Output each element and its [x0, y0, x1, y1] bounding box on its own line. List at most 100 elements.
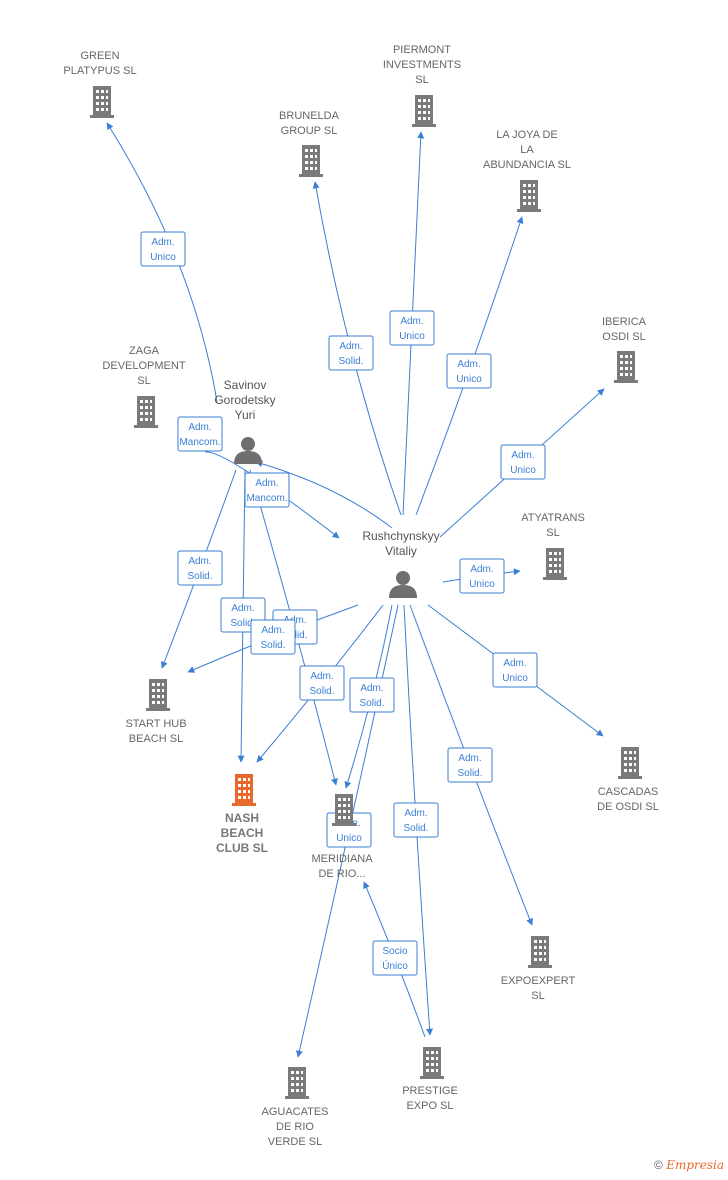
relation-label[interactable]: Adm. Solid.	[299, 665, 345, 701]
relation-label-text: Adm.	[511, 450, 534, 461]
relation-label-text: Adm.	[360, 683, 383, 694]
relation-label-text: Unico	[510, 465, 536, 476]
node-label-line: ATYATRANS	[521, 512, 585, 524]
relation-label[interactable]: Adm.Unico	[140, 231, 186, 267]
relation-label-text: Adm.	[404, 808, 427, 819]
node-label-line: DE OSDI SL	[597, 801, 659, 813]
node-label-line: MERIDIANA	[311, 853, 373, 865]
building-icon	[134, 396, 158, 428]
brand-footer[interactable]: © Empresia	[654, 1158, 724, 1172]
node-label-line: Gorodetsky	[214, 393, 275, 407]
building-icon	[528, 936, 552, 968]
node-label-line: ABUNDANCIA SL	[483, 159, 571, 171]
node-label-line: EXPO SL	[406, 1100, 453, 1112]
node-label-line: PIERMONT	[393, 44, 451, 56]
relation-label[interactable]: Adm. Unico	[389, 310, 435, 346]
relation-labels-layer: Adm.UnicoAdm.Mancom.Adm.Mancom.Adm.Solid…	[140, 231, 546, 976]
node-label-line: PRESTIGE	[402, 1085, 458, 1097]
relation-label-text: Unico	[399, 331, 425, 342]
node-label-line: DE RIO	[276, 1121, 314, 1133]
building-icon	[412, 95, 436, 127]
relation-label-text: Solid.	[187, 571, 212, 582]
company-prestige[interactable]: PRESTIGE EXPO SL	[402, 1047, 458, 1112]
relation-label-text: Solid.	[260, 640, 285, 651]
relation-label-text: Unico	[336, 833, 362, 844]
node-label-line: EXPOEXPERT	[501, 975, 576, 987]
building-icon	[90, 86, 114, 118]
node-label-line: START HUB	[125, 718, 186, 730]
node-label-line: Vitaliy	[385, 544, 417, 558]
relation-label[interactable]: Adm.Solid.	[177, 550, 223, 586]
node-label-line: CLUB SL	[216, 841, 268, 855]
relation-label-text: Solid.	[403, 823, 428, 834]
relation-label-text: Unico	[469, 579, 495, 590]
building-icon	[146, 679, 170, 711]
node-label-line: BEACH SL	[129, 733, 183, 745]
building-icon	[543, 548, 567, 580]
relation-label[interactable]: Adm. Unico	[492, 652, 538, 688]
relation-label-text: Adm.	[400, 316, 423, 327]
relation-label-text: Adm.	[503, 658, 526, 669]
node-label-line: AGUACATES	[261, 1106, 328, 1118]
relation-label[interactable]: Adm.Solid.	[349, 677, 395, 713]
relation-label-text: Adm.	[310, 671, 333, 682]
building-icon	[232, 774, 256, 806]
node-label-line: SL	[415, 74, 428, 86]
relation-label-text: Socio	[382, 946, 407, 957]
relation-label-text: Adm.	[457, 359, 480, 370]
relation-label-text: Único	[382, 959, 408, 972]
relation-label[interactable]: Adm. Solid.	[393, 802, 439, 838]
relation-label[interactable]: Adm. Unico	[459, 558, 505, 594]
relation-label-text: Adm.	[339, 341, 362, 352]
node-label-line: ZAGA	[129, 345, 160, 357]
relation-label[interactable]: Adm. Solid.	[250, 619, 296, 655]
relation-label-text: Unico	[502, 673, 528, 684]
building-icon	[618, 747, 642, 779]
relation-label[interactable]: Adm.Mancom.	[177, 416, 223, 452]
node-label-line: SL	[137, 375, 150, 387]
node-label-line: DE RIO...	[318, 868, 365, 880]
building-icon	[517, 180, 541, 212]
relation-label[interactable]: Adm.Solid.	[447, 747, 493, 783]
relation-label-text: Adm.	[261, 625, 284, 636]
relation-label[interactable]: Adm. Mancom.	[244, 472, 290, 508]
relation-label-text: Adm.	[255, 478, 278, 489]
company-meridiana[interactable]: MERIDIANA DE RIO...	[311, 794, 373, 880]
node-label-line: NASH	[225, 811, 259, 825]
relation-label-text: Solid.	[338, 356, 363, 367]
relation-label-text: Adm.	[470, 564, 493, 575]
relation-label-text: Unico	[456, 374, 482, 385]
node-label-line: Rushchynskyy	[362, 529, 439, 543]
company-starthub[interactable]: START HUB BEACH SL	[125, 679, 187, 745]
relation-label-text: Mancom.	[246, 493, 287, 504]
relation-label-text: Solid.	[230, 618, 255, 629]
relation-label-text: Adm.	[231, 603, 254, 614]
node-label-line: IBERICA	[602, 316, 647, 328]
node-label-line: PLATYPUS SL	[63, 65, 136, 77]
person-icon	[389, 571, 417, 598]
building-icon	[614, 351, 638, 383]
relation-label[interactable]: Adm. Solid.	[328, 335, 374, 371]
relation-label[interactable]: Adm. Unico	[500, 444, 546, 480]
node-label-line: BRUNELDA	[279, 110, 340, 122]
relation-label-text: Unico	[150, 252, 176, 263]
relation-label[interactable]: Adm. Unico	[446, 353, 492, 389]
copyright-icon: ©	[654, 1158, 663, 1172]
relation-label-text: Solid.	[309, 686, 334, 697]
